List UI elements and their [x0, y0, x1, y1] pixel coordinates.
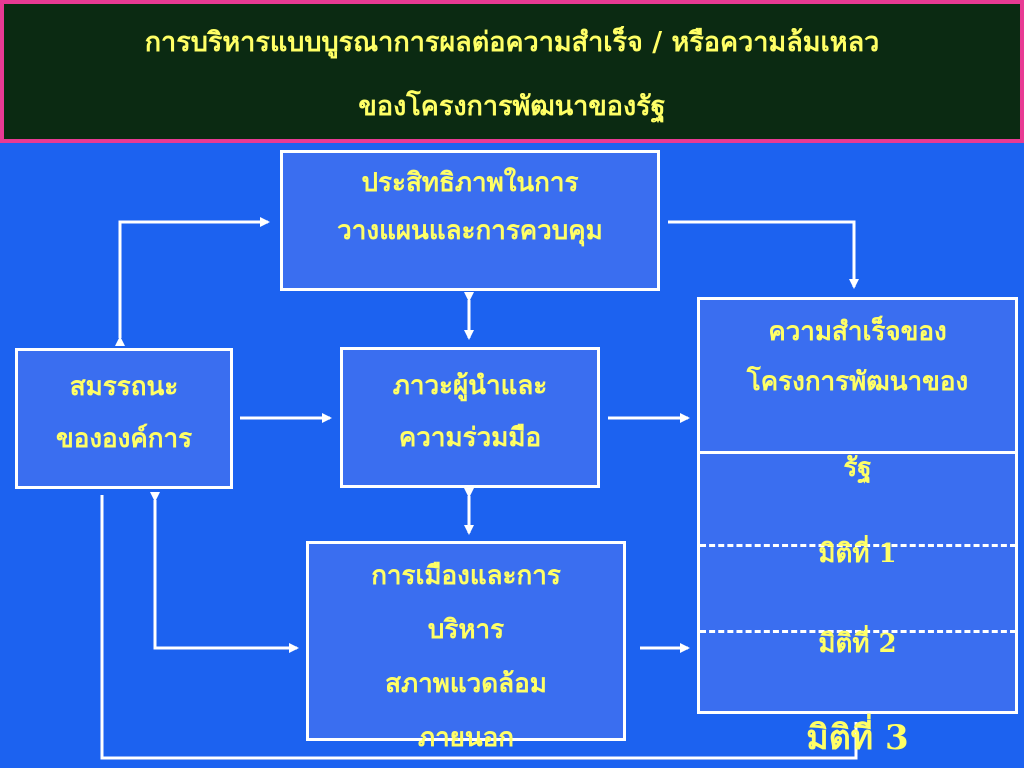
success-line-1: ความสำเร็จของ	[768, 317, 947, 347]
competency-line-1: สมรรถนะ	[69, 372, 179, 402]
dimension-3-label: มิติที่ 3	[806, 718, 909, 758]
success-line-3: รัฐ	[843, 453, 872, 483]
title-line-1: การบริหารแบบบูรณาการผลต่อความสำเร็จ / หร…	[144, 27, 880, 58]
title-line-2: ของโครงการพัฒนาของรัฐ	[358, 91, 666, 122]
politics-line-3: สภาพแวดล้อม	[385, 668, 547, 699]
success-dimensions-box	[697, 451, 1018, 714]
planning-line-2: วางแผนและการควบคุม	[337, 215, 603, 246]
dimension-2-label: มิติที่ 2	[818, 629, 897, 659]
dashed-divider-1	[700, 544, 1016, 547]
leadership-line-1: ภาวะผู้นำและ	[392, 371, 548, 401]
competency-line-2: ขององค์การ	[55, 423, 193, 454]
leadership-line-2: ความร่วมมือ	[398, 422, 542, 453]
organizational-competency-box: สมรรถนะ ขององค์การ	[15, 348, 233, 489]
politics-line-1: การเมืองและการ	[371, 561, 561, 591]
leadership-cooperation-box: ภาวะผู้นำและ ความร่วมมือ	[340, 347, 600, 488]
arrow-competency-to-planning	[115, 217, 270, 346]
dimension-1-label: มิติที่ 1	[818, 539, 897, 569]
politics-line-4: ภายนอก	[417, 722, 515, 753]
feedback-line-bottom	[100, 495, 858, 760]
title-banner: การบริหารแบบบูรณาการผลต่อความสำเร็จ / หร…	[0, 0, 1024, 143]
dashed-divider-2	[700, 630, 1016, 633]
planning-control-box: ประสิทธิภาพในการ วางแผนและการควบคุม	[280, 150, 660, 291]
success-line-2: โครงการพัฒนาของ	[746, 366, 969, 397]
politics-environment-box: การเมืองและการ บริหาร สภาพแวดล้อม ภายนอก	[306, 541, 626, 753]
arrow-planning-to-success	[668, 220, 859, 289]
planning-line-1: ประสิทธิภาพในการ	[361, 168, 579, 198]
arrow-competency-to-politics	[150, 492, 299, 653]
project-success-box: ความสำเร็จของ โครงการพัฒนาของ	[697, 297, 1018, 454]
politics-line-2: บริหาร	[427, 614, 505, 645]
